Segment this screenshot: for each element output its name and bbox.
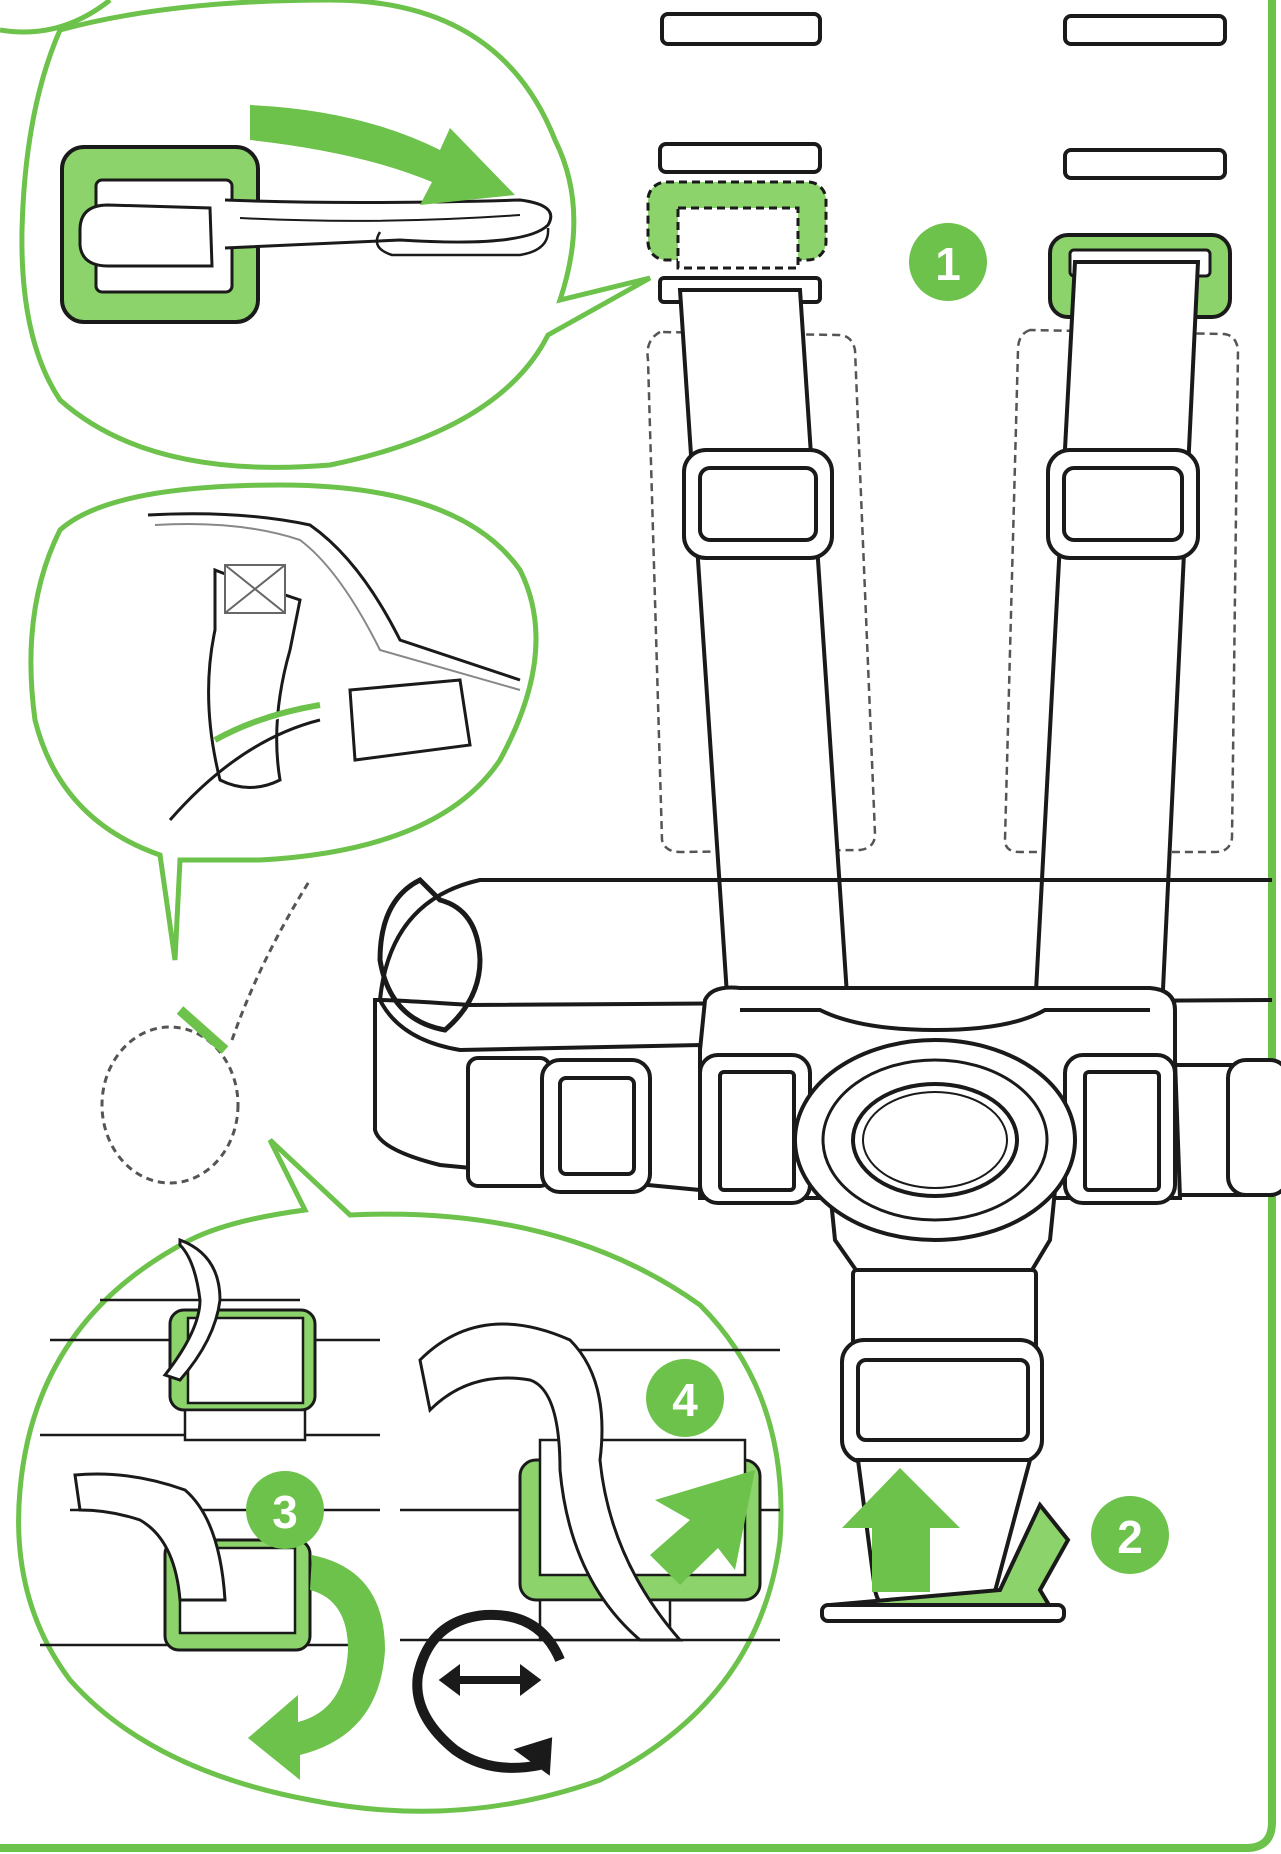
callout-clip — [22, 0, 650, 467]
slot-left-top — [662, 14, 820, 44]
callout-loop — [31, 485, 536, 960]
step-badge-2: 2 — [1091, 1496, 1169, 1574]
strap-right — [1035, 262, 1198, 1010]
slot-right-mid — [1065, 150, 1225, 178]
central-buckle — [700, 988, 1180, 1291]
seat-back — [660, 14, 1225, 178]
step-badge-3: 3 — [246, 1471, 324, 1549]
callout-adjust — [19, 1140, 781, 1811]
step-badge-4: 4 — [646, 1359, 724, 1437]
shoulder-straps — [680, 262, 1198, 1010]
strap-left — [680, 290, 848, 1010]
left-retainer — [648, 182, 826, 302]
crotch-strap — [822, 1270, 1068, 1621]
step-label-1: 1 — [935, 238, 961, 290]
step-label-2: 2 — [1117, 1511, 1143, 1563]
step-badge-1: 1 — [909, 223, 987, 301]
step-label-3: 3 — [272, 1486, 298, 1538]
slot-right-top — [1065, 16, 1225, 44]
step-label-4: 4 — [672, 1374, 698, 1426]
slot-left-mid — [660, 144, 820, 172]
